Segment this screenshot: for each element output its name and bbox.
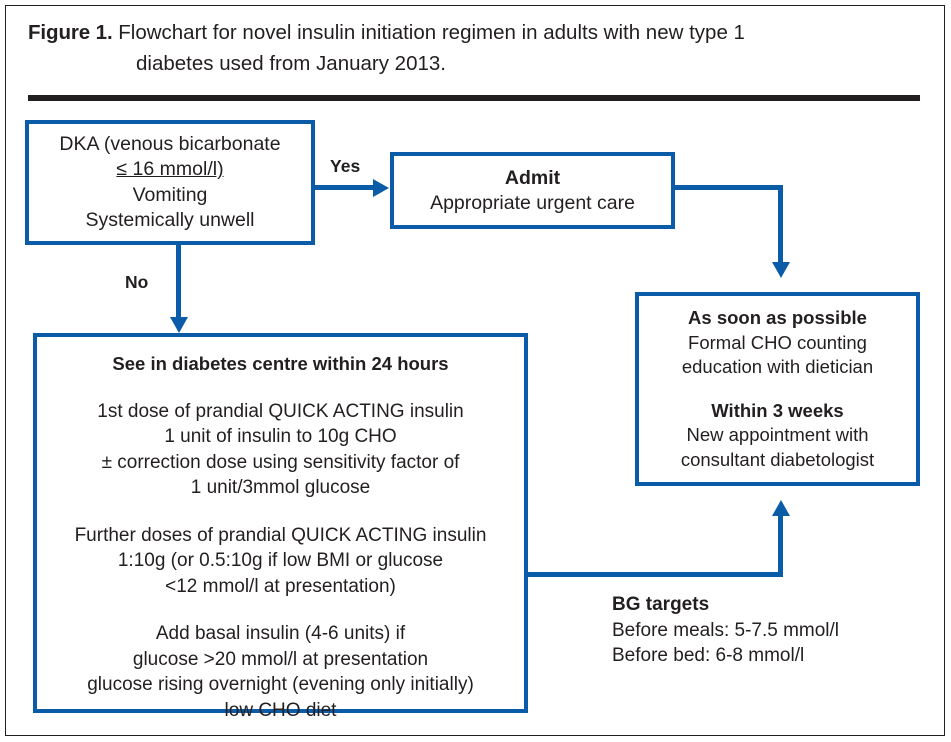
outcome-asap-title: As soon as possible bbox=[688, 307, 867, 328]
edge-label-yes: Yes bbox=[330, 156, 361, 176]
main-first-dose-line-2: 1 unit of insulin to 10g CHO bbox=[164, 426, 397, 447]
outcome-group-3-weeks: Within 3 weeks New appointment with cons… bbox=[681, 399, 874, 473]
node-followup-plan[interactable]: As soon as possible Formal CHO counting … bbox=[635, 292, 920, 486]
main-first-dose-line-1: 1st dose of prandial QUICK ACTING insuli… bbox=[97, 400, 464, 422]
main-further-doses-line-2: 1:10g (or 0.5:10g if low BMI or glucose bbox=[117, 550, 444, 571]
figure-caption-line-1: Flowchart for novel insulin initiation r… bbox=[118, 21, 745, 44]
outcome-3weeks-title: Within 3 weeks bbox=[711, 399, 844, 421]
main-basal-line-1: Add basal insulin (4-6 units) if bbox=[155, 623, 406, 644]
main-first-dose-line-3: ± correction dose using sensitivity fact… bbox=[101, 451, 460, 473]
outcome-3weeks-line-2: consultant diabetologist bbox=[680, 448, 875, 470]
connector-main-to-outcome-horizontal bbox=[528, 572, 783, 577]
bg-targets-note: BG targets Before meals: 5-7.5 mmol/l Be… bbox=[612, 592, 839, 669]
connector-admit-to-outcome-vertical bbox=[778, 185, 783, 262]
dka-line-4: Systemically unwell bbox=[85, 209, 255, 231]
figure-caption-line-2: diabetes used from January 2013. bbox=[136, 52, 446, 75]
connector-dka-to-admit bbox=[315, 185, 373, 190]
connector-admit-to-outcome-horizontal bbox=[675, 185, 783, 190]
bg-targets-heading: BG targets bbox=[612, 594, 710, 615]
node-diabetes-centre-plan[interactable]: See in diabetes centre within 24 hours 1… bbox=[33, 333, 528, 721]
connector-main-to-outcome-vertical bbox=[778, 516, 783, 574]
admit-subtitle: Appropriate urgent care bbox=[430, 191, 635, 214]
main-further-doses-line-3: <12 mmol/l at presentation) bbox=[165, 575, 396, 597]
bg-targets-line-1: Before meals: 5-7.5 mmol/l bbox=[612, 619, 840, 641]
node-admit[interactable]: Admit Appropriate urgent care bbox=[390, 152, 675, 229]
dka-line-1: DKA (venous bicarbonate bbox=[59, 132, 281, 155]
main-basal-line-4: low CHO diet bbox=[224, 699, 337, 721]
main-heading-group: See in diabetes centre within 24 hours bbox=[112, 351, 448, 377]
bg-targets-line-2: Before bed: 6-8 mmol/l bbox=[612, 645, 805, 666]
main-further-doses-line-1: Further doses of prandial QUICK ACTING i… bbox=[74, 524, 487, 546]
outcome-asap-line-1: Formal CHO counting bbox=[688, 331, 867, 353]
main-heading: See in diabetes centre within 24 hours bbox=[112, 353, 449, 374]
connector-dka-to-main bbox=[176, 245, 181, 317]
main-first-dose-line-4: 1 unit/3mmol glucose bbox=[190, 477, 371, 498]
main-basal-line-3: glucose rising overnight (evening only i… bbox=[87, 674, 474, 695]
node-dka-criteria[interactable]: DKA (venous bicarbonate ≤ 16 mmol/l) Vom… bbox=[25, 120, 315, 245]
edge-label-no: No bbox=[125, 272, 149, 292]
main-group-further-doses: Further doses of prandial QUICK ACTING i… bbox=[75, 523, 487, 600]
outcome-group-asap: As soon as possible Formal CHO counting … bbox=[682, 306, 873, 380]
figure-label: Figure 1. bbox=[28, 21, 113, 44]
main-group-basal-insulin: Add basal insulin (4-6 units) if glucose… bbox=[87, 621, 474, 723]
caption-divider-rule bbox=[28, 95, 920, 101]
dka-line-2: ≤ 16 mmol/l) bbox=[116, 158, 224, 180]
arrow-dka-to-admit-icon bbox=[373, 178, 389, 197]
dka-line-3: Vomiting bbox=[132, 183, 208, 206]
figure-caption: Figure 1. Flowchart for novel insulin in… bbox=[28, 18, 923, 78]
arrow-admit-to-outcome-icon bbox=[771, 262, 790, 278]
admit-title: Admit bbox=[504, 166, 561, 189]
main-group-first-dose: 1st dose of prandial QUICK ACTING insuli… bbox=[97, 399, 463, 501]
arrow-dka-to-main-icon bbox=[169, 317, 188, 333]
outcome-3weeks-line-1: New appointment with bbox=[686, 424, 869, 445]
outcome-asap-line-2: education with dietician bbox=[681, 356, 874, 377]
main-basal-line-2: glucose >20 mmol/l at presentation bbox=[132, 648, 429, 670]
arrow-main-to-outcome-icon bbox=[771, 500, 790, 516]
